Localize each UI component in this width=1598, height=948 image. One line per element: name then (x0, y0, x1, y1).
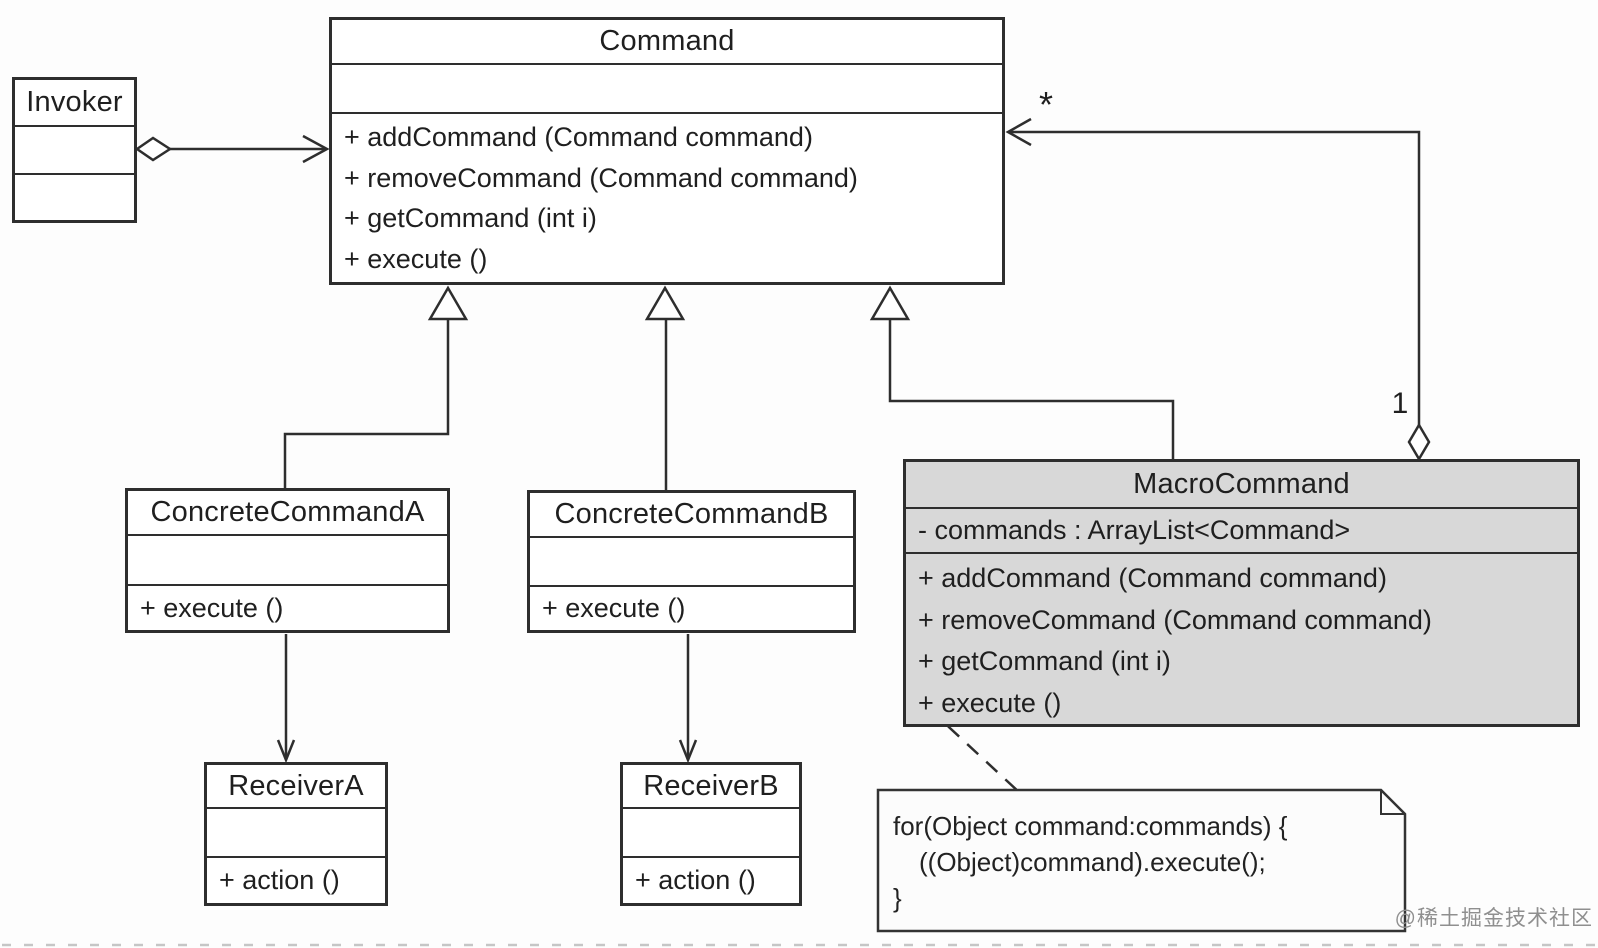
class-concrete-command-b-attributes-empty (530, 538, 853, 587)
class-macro-command-title: MacroCommand (906, 462, 1577, 509)
note-folded-corner-icon (1380, 790, 1405, 815)
multiplicity-many-label: * (1038, 84, 1053, 125)
invoker-aggregation-diamond-icon (134, 136, 173, 162)
class-command-methods: + addCommand (Command command) + removeC… (332, 114, 1002, 282)
method-add-command: + addCommand (Command command) (918, 563, 1387, 593)
method-remove-command: + removeCommand (Command command) (344, 162, 858, 193)
class-invoker-title: Invoker (15, 80, 134, 127)
attribute-commands-list: - commands : ArrayList<Command> (918, 515, 1351, 545)
note-code-line-2: ((Object)command).execute(); (919, 847, 1266, 877)
class-concrete-command-b-title: ConcreteCommandB (530, 493, 853, 538)
macro-command-arrowhead-icon (1005, 117, 1032, 147)
class-command: Command + addCommand (Command command) +… (329, 17, 1005, 285)
class-concrete-command-a: ConcreteCommandA + execute () (125, 488, 450, 633)
note-code-line-3: } (893, 883, 902, 913)
generalization-line-macro (888, 319, 1175, 460)
class-invoker-attributes-empty (15, 127, 134, 175)
watermark-label: @稀土掘金技术社区 (1394, 907, 1593, 930)
method-add-command: + addCommand (Command command) (344, 122, 813, 152)
generalization-triangle-macro-icon (869, 285, 911, 321)
macro-aggregation-diamond-icon (1407, 422, 1431, 462)
class-receiver-a-title: ReceiverA (207, 765, 385, 809)
invoker-command-arrowhead-icon (302, 134, 330, 164)
class-receiver-b: ReceiverB + action () (620, 762, 802, 906)
class-macro-command-methods: + addCommand (Command command) + removeC… (906, 554, 1577, 724)
method-get-command: + getCommand (int i) (344, 203, 597, 233)
class-command-title: Command (332, 20, 1002, 65)
class-receiver-b-title: ReceiverB (623, 765, 799, 809)
class-concrete-command-a-methods: + execute () (128, 586, 447, 630)
class-concrete-command-a-title: ConcreteCommandA (128, 491, 447, 536)
generalization-triangle-b-icon (644, 285, 686, 321)
method-execute: + execute () (542, 593, 686, 624)
note-code-block: for(Object command:commands) { ((Object)… (893, 808, 1287, 916)
method-get-command: + getCommand (int i) (918, 646, 1171, 676)
method-action: + action () (219, 865, 340, 896)
receiver-b-arrowhead-icon (678, 739, 698, 764)
class-receiver-b-methods: + action () (623, 858, 799, 903)
note-code-line-1: for(Object command:commands) { (893, 811, 1288, 841)
class-receiver-a-attributes-empty (207, 809, 385, 858)
multiplicity-one-label: 1 (1391, 387, 1409, 420)
method-execute: + execute () (344, 243, 488, 274)
generalization-triangle-a-icon (427, 285, 469, 321)
class-receiver-a-methods: + action () (207, 858, 385, 903)
class-macro-command-attributes: - commands : ArrayList<Command> (906, 509, 1577, 554)
method-remove-command: + removeCommand (Command command) (918, 604, 1432, 635)
class-receiver-a: ReceiverA + action () (204, 762, 388, 906)
class-macro-command: MacroCommand - commands : ArrayList<Comm… (903, 459, 1580, 727)
generalization-line-concrete-a (283, 319, 450, 489)
class-concrete-command-b-methods: + execute () (530, 587, 853, 630)
class-command-attributes-empty (332, 65, 1002, 114)
class-concrete-command-a-attributes-empty (128, 536, 447, 586)
receiver-a-arrowhead-icon (276, 739, 296, 764)
class-concrete-command-b: ConcreteCommandB + execute () (527, 490, 856, 633)
class-invoker-methods-empty (15, 175, 134, 220)
method-execute: + execute () (140, 592, 284, 623)
class-invoker: Invoker (12, 77, 137, 223)
class-receiver-b-attributes-empty (623, 809, 799, 858)
method-action: + action () (635, 865, 756, 896)
note-shape (876, 788, 1407, 933)
macro-command-association-line (1008, 130, 1421, 425)
method-execute: + execute () (918, 687, 1062, 718)
